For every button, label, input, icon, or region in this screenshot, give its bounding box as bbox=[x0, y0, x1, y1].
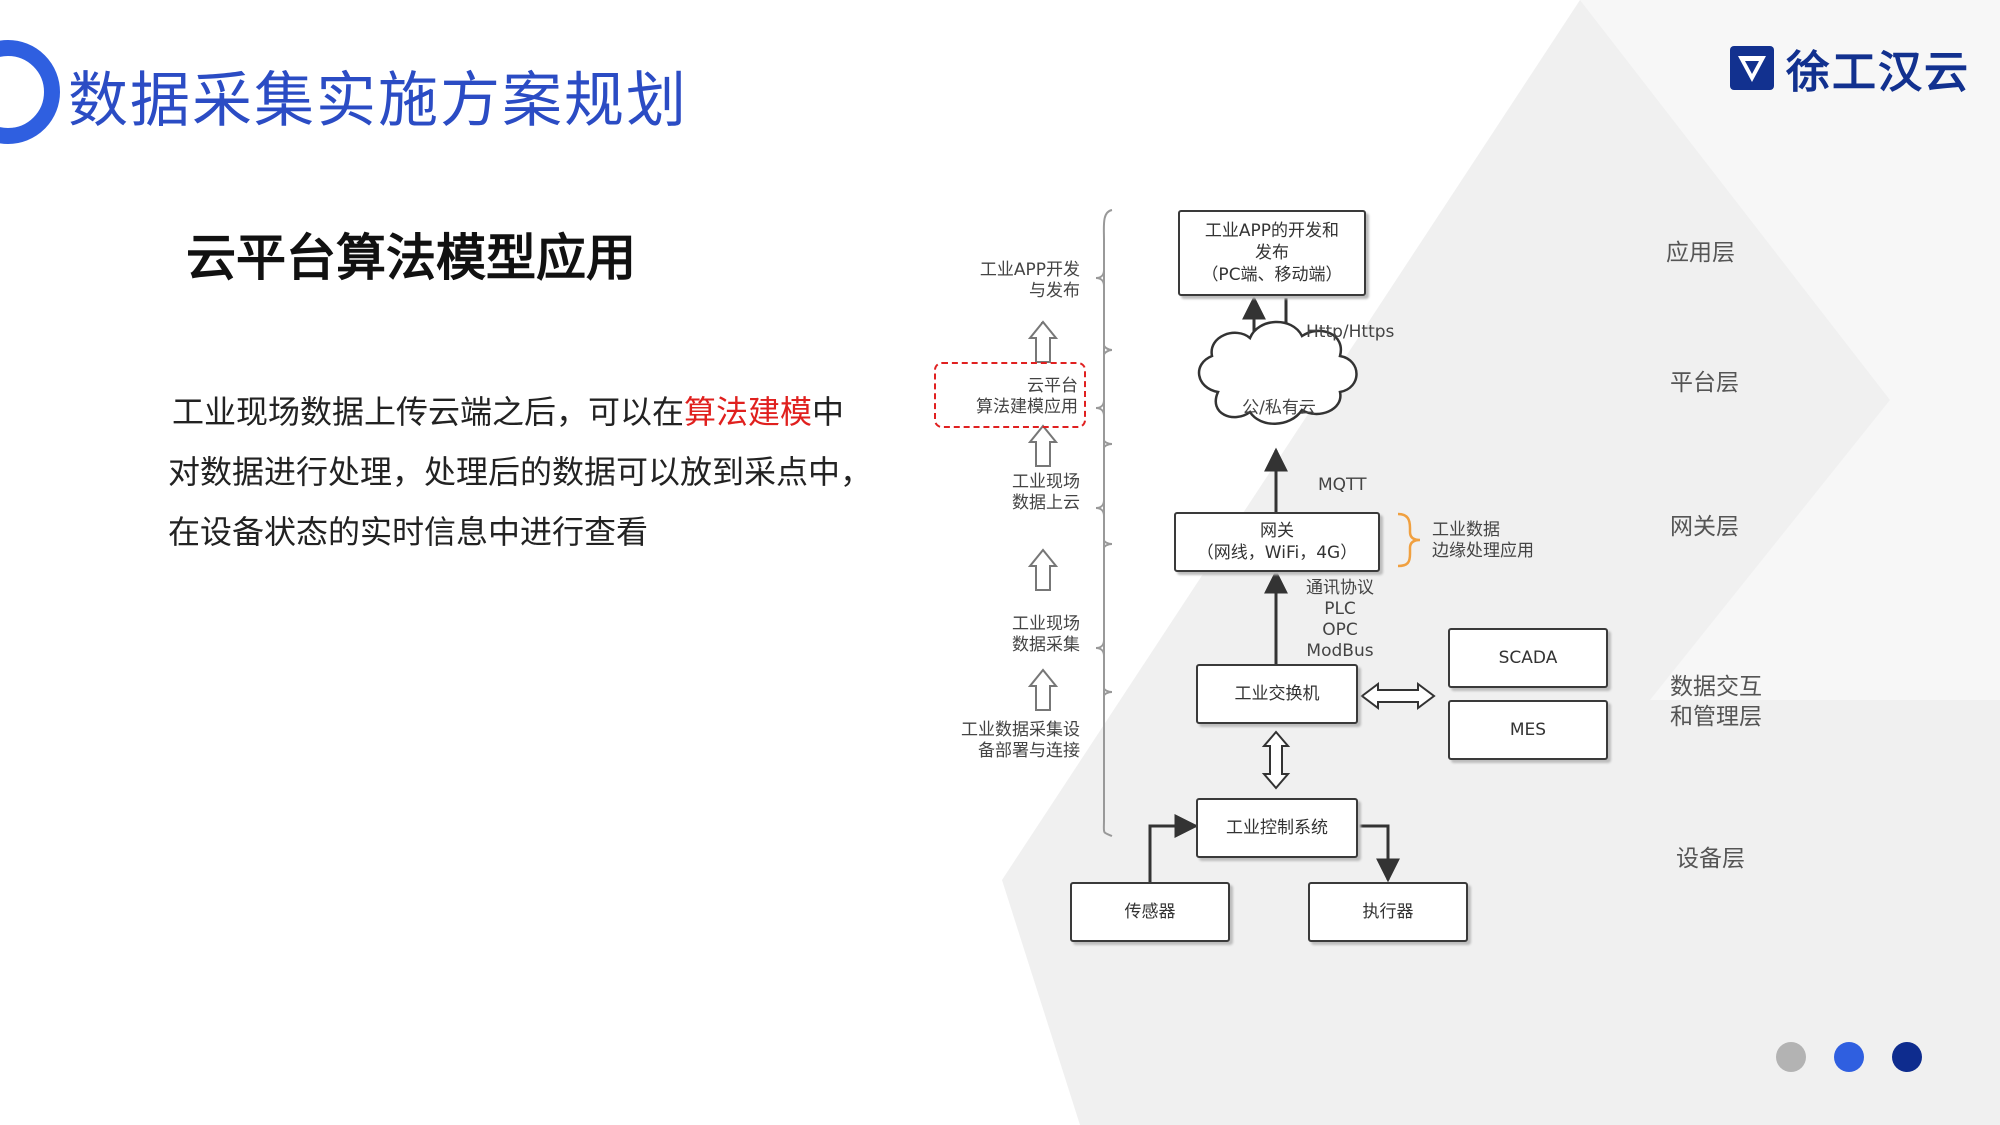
logo-text: 徐工汉云 bbox=[1786, 47, 1970, 98]
edge-label-line-2: 边缘处理应用 bbox=[1432, 541, 1534, 561]
xcmg-shield-icon bbox=[1730, 46, 1774, 90]
app-box-line-1: 工业APP的开发和 bbox=[1204, 221, 1340, 241]
switch-box-label: 工业交换机 bbox=[1234, 684, 1320, 704]
up-arrow-icon bbox=[1027, 548, 1059, 591]
app-box-line-2: 发布 bbox=[1255, 243, 1289, 263]
step-4-line-1: 工业现场 bbox=[1012, 614, 1080, 634]
left-brace bbox=[1102, 209, 1113, 837]
layer-application: 应用层 bbox=[1666, 240, 1735, 266]
mes-box-label: MES bbox=[1509, 720, 1547, 740]
step-2-line-2: 算法建模应用 bbox=[976, 397, 1078, 417]
layer-gateway: 网关层 bbox=[1670, 514, 1739, 540]
actuator-box: 执行器 bbox=[1308, 882, 1468, 942]
brace-notch-3 bbox=[1095, 399, 1105, 417]
double-arrow-horizontal bbox=[1360, 682, 1436, 710]
layer-platform: 平台层 bbox=[1670, 370, 1739, 396]
step-1-line-2: 与发布 bbox=[1029, 281, 1080, 301]
control-box-label: 工业控制系统 bbox=[1226, 818, 1328, 838]
gateway-box-line-2: （网线，WiFi，4G） bbox=[1196, 543, 1358, 563]
step-4-line-2: 数据采集 bbox=[1012, 635, 1080, 655]
layer-data-line-2: 和管理层 bbox=[1670, 704, 1762, 730]
up-arrow-icon bbox=[1027, 424, 1059, 467]
protocol-label-3: OPC bbox=[1322, 620, 1358, 640]
step-5-line-1: 工业数据采集设 bbox=[961, 720, 1080, 740]
step-label-cloud: 云平台 算法建模应用 bbox=[940, 376, 1078, 418]
section-subtitle: 云平台算法模型应用 bbox=[186, 229, 636, 287]
arrow-control-to-actuator bbox=[1354, 824, 1400, 883]
step-label-deploy: 工业数据采集设 备部署与连接 bbox=[930, 720, 1080, 762]
up-arrow-icon bbox=[1027, 320, 1059, 363]
body-line-3: 在设备状态的实时信息中进行查看 bbox=[168, 513, 649, 551]
scada-box: SCADA bbox=[1448, 628, 1608, 688]
protocol-label-4: ModBus bbox=[1306, 641, 1374, 661]
app-box-text: 工业APP的开发和 发布 （PC端、移动端） bbox=[1201, 220, 1342, 286]
app-box: 工业APP的开发和 发布 （PC端、移动端） bbox=[1178, 210, 1366, 296]
step-3-line-2: 数据上云 bbox=[1012, 493, 1080, 513]
double-arrow-vertical bbox=[1261, 730, 1291, 790]
body-line-1-end: 中 bbox=[812, 393, 845, 431]
brace-notch-6 bbox=[1103, 539, 1113, 549]
up-arrow-icon bbox=[1027, 668, 1059, 711]
layer-device: 设备层 bbox=[1676, 846, 1745, 872]
body-paragraph: 工业现场数据上传云端之后，可以在算法建模中 对数据进行处理，处理后的数据可以放到… bbox=[168, 382, 928, 562]
protocol-labels: 通讯协议 PLC OPC ModBus bbox=[1296, 578, 1384, 662]
brand-logo: 徐工汉云 bbox=[1728, 36, 1970, 100]
mqtt-label: MQTT bbox=[1318, 475, 1367, 495]
sensor-box: 传感器 bbox=[1070, 882, 1230, 942]
brace-notch-4 bbox=[1103, 439, 1113, 449]
page-title: 数据采集实施方案规划 bbox=[68, 66, 688, 136]
brace-notch-5 bbox=[1095, 499, 1105, 517]
arrow-sensor-to-control bbox=[1148, 814, 1199, 882]
brace-notch-1 bbox=[1095, 269, 1105, 287]
highlight-dashed-box bbox=[934, 362, 1086, 428]
body-line-2: 对数据进行处理，处理后的数据可以放到采点中， bbox=[168, 453, 873, 491]
edge-label: 工业数据 边缘处理应用 bbox=[1432, 520, 1534, 562]
step-label-collect: 工业现场 数据采集 bbox=[958, 614, 1080, 656]
step-label-app: 工业APP开发 与发布 bbox=[958, 260, 1080, 302]
cloud-label: 公/私有云 bbox=[1242, 398, 1316, 418]
gateway-box: 网关 （网线，WiFi，4G） bbox=[1174, 512, 1380, 572]
pager-dot-3[interactable] bbox=[1892, 1042, 1922, 1072]
protocol-label-1: 通讯协议 bbox=[1306, 578, 1374, 598]
layer-data-interaction: 数据交互 和管理层 bbox=[1670, 672, 1762, 732]
scada-box-label: SCADA bbox=[1498, 648, 1558, 668]
control-box: 工业控制系统 bbox=[1196, 798, 1358, 858]
body-highlight: 算法建模 bbox=[684, 393, 813, 431]
body-line-1-text: 工业现场数据上传云端之后，可以在 bbox=[172, 393, 685, 431]
brace-notch-2 bbox=[1103, 344, 1113, 356]
pager-dot-1[interactable] bbox=[1776, 1042, 1806, 1072]
edge-label-line-1: 工业数据 bbox=[1432, 520, 1500, 540]
gateway-box-text: 网关 （网线，WiFi，4G） bbox=[1197, 520, 1357, 564]
gateway-box-line-1: 网关 bbox=[1259, 521, 1294, 541]
step-3-line-1: 工业现场 bbox=[1012, 472, 1080, 492]
step-1-line-1: 工业APP开发 bbox=[979, 260, 1080, 280]
http-label: Http/Https bbox=[1306, 322, 1395, 342]
body-line-1: 工业现场数据上传云端之后，可以在算法建模中 bbox=[168, 382, 928, 442]
switch-box: 工业交换机 bbox=[1196, 664, 1358, 724]
sensor-box-label: 传感器 bbox=[1124, 902, 1176, 922]
step-label-upload: 工业现场 数据上云 bbox=[958, 472, 1080, 514]
actuator-box-label: 执行器 bbox=[1362, 902, 1414, 922]
step-5-line-2: 备部署与连接 bbox=[978, 741, 1080, 761]
layer-data-line-1: 数据交互 bbox=[1670, 674, 1762, 700]
edge-brace bbox=[1397, 512, 1421, 568]
app-box-line-3: （PC端、移动端） bbox=[1201, 265, 1343, 285]
brace-notch-7 bbox=[1095, 639, 1105, 657]
brace-notch-8 bbox=[1103, 687, 1113, 697]
background-chevron-inner bbox=[1580, 0, 2000, 700]
mes-box: MES bbox=[1448, 700, 1608, 760]
protocol-label-2: PLC bbox=[1324, 599, 1356, 619]
pager-dot-2[interactable] bbox=[1834, 1042, 1864, 1072]
step-2-line-1: 云平台 bbox=[1027, 376, 1078, 396]
cloud-shape bbox=[1197, 320, 1358, 425]
